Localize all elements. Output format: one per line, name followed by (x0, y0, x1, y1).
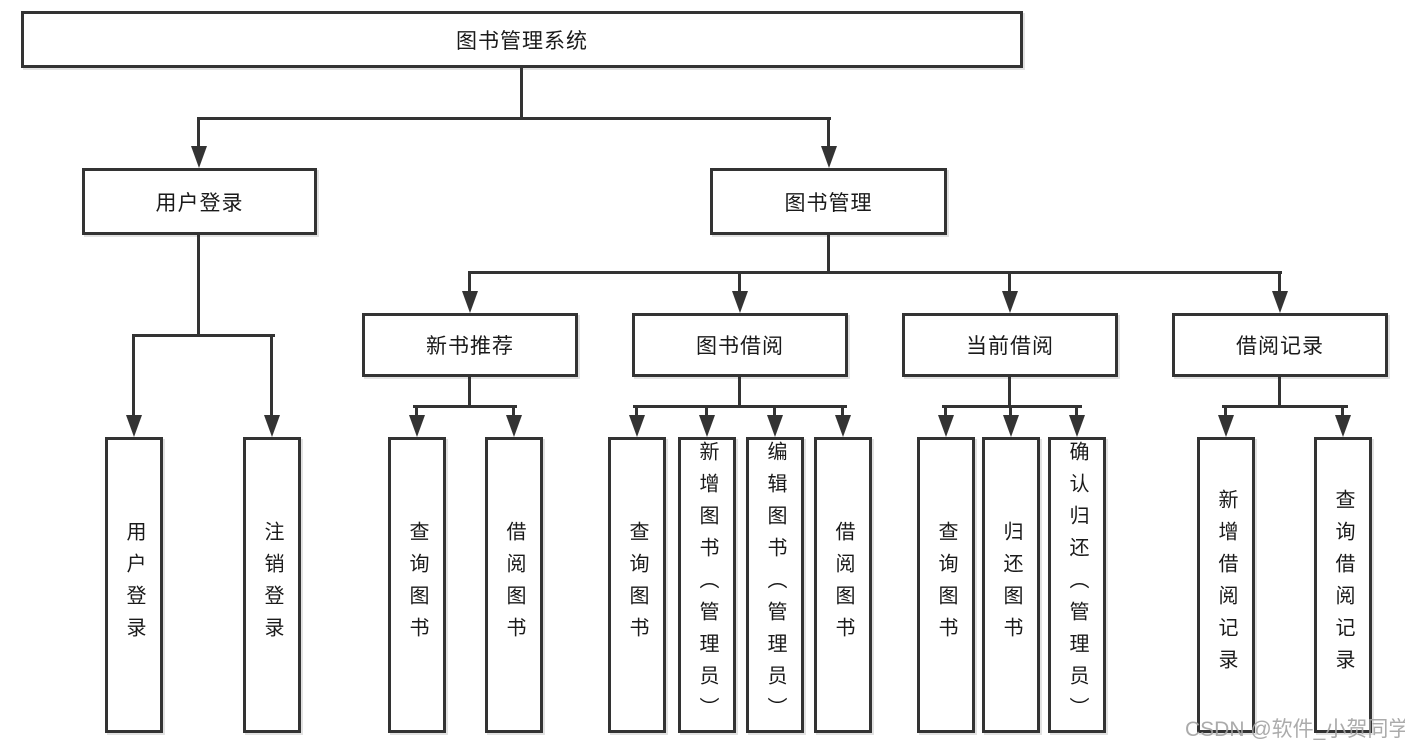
arrowhead-down-icon (1335, 415, 1351, 437)
leaf-query-books-current-label: 查询图书 (935, 521, 957, 649)
connector-line (1278, 271, 1281, 295)
connector-line (1278, 377, 1281, 407)
node-book-borrowing: 图书借阅 (632, 313, 848, 377)
leaf-return-books: 归还图书 (982, 437, 1040, 733)
arrowhead-down-icon (264, 415, 280, 437)
connector-line (942, 405, 1082, 408)
connector-line (512, 405, 515, 419)
connector-line (773, 405, 776, 419)
arrowhead-down-icon (1069, 415, 1085, 437)
connector-line (1222, 405, 1348, 408)
leaf-user-login: 用户登录 (105, 437, 163, 733)
leaf-borrow-books-recommend-label: 借阅图书 (503, 521, 525, 649)
arrowhead-down-icon (629, 415, 645, 437)
arrowhead-down-icon (1218, 415, 1234, 437)
connector-line (197, 235, 200, 336)
connector-line (827, 235, 830, 273)
node-current-borrowing: 当前借阅 (902, 313, 1118, 377)
leaf-query-books-borrow: 查询图书 (608, 437, 666, 733)
connector-line (944, 405, 947, 419)
leaf-query-books-borrow-label: 查询图书 (626, 521, 648, 649)
connector-line (705, 405, 708, 419)
leaf-confirm-return-admin-label: 确认归还（管理员） (1066, 441, 1088, 729)
arrowhead-down-icon (699, 415, 715, 437)
connector-line (633, 405, 847, 408)
leaf-query-books-current: 查询图书 (917, 437, 975, 733)
node-library-system: 图书管理系统 (21, 11, 1023, 68)
leaf-return-books-label: 归还图书 (1000, 521, 1022, 649)
connector-line (738, 271, 741, 295)
leaf-add-books-admin-label: 新增图书（管理员） (696, 441, 718, 729)
connector-line (1224, 405, 1227, 419)
connector-line (1341, 405, 1344, 419)
arrowhead-down-icon (821, 146, 837, 168)
connector-line (468, 377, 471, 407)
node-user-login: 用户登录 (82, 168, 317, 235)
connector-line (520, 68, 523, 119)
leaf-add-borrow-record-label: 新增借阅记录 (1215, 489, 1237, 681)
connector-line (738, 377, 741, 407)
leaf-add-books-admin: 新增图书（管理员） (678, 437, 736, 733)
leaf-query-books-recommend: 查询图书 (388, 437, 446, 733)
connector-line (270, 334, 273, 419)
connector-line (635, 405, 638, 419)
node-library-system-label: 图书管理系统 (456, 29, 588, 53)
arrowhead-down-icon (191, 146, 207, 168)
leaf-borrow-books-recommend: 借阅图书 (485, 437, 543, 733)
arrowhead-down-icon (409, 415, 425, 437)
node-borrowing-records-label: 借阅记录 (1236, 335, 1324, 358)
arrowhead-down-icon (462, 291, 478, 313)
leaf-edit-books-admin-label: 编辑图书（管理员） (764, 441, 786, 729)
leaf-borrow-books: 借阅图书 (814, 437, 872, 733)
leaf-logout-label: 注销登录 (261, 521, 283, 649)
leaf-logout: 注销登录 (243, 437, 301, 733)
node-user-login-label: 用户登录 (155, 191, 244, 215)
connector-line (1008, 271, 1011, 295)
leaf-confirm-return-admin: 确认归还（管理员） (1048, 437, 1106, 733)
arrowhead-down-icon (732, 291, 748, 313)
leaf-query-borrow-record: 查询借阅记录 (1314, 437, 1372, 733)
node-new-book-recommend: 新书推荐 (362, 313, 578, 377)
connector-line (1075, 405, 1078, 419)
connector-line (197, 117, 200, 150)
leaf-query-borrow-record-label: 查询借阅记录 (1332, 489, 1354, 681)
node-borrowing-records: 借阅记录 (1172, 313, 1388, 377)
arrowhead-down-icon (1272, 291, 1288, 313)
node-book-management: 图书管理 (710, 168, 947, 235)
node-book-borrowing-label: 图书借阅 (696, 335, 784, 358)
connector-line (468, 271, 471, 295)
leaf-add-borrow-record: 新增借阅记录 (1197, 437, 1255, 733)
arrowhead-down-icon (1002, 291, 1018, 313)
arrowhead-down-icon (767, 415, 783, 437)
connector-line (132, 334, 275, 337)
leaf-borrow-books-label: 借阅图书 (832, 521, 854, 649)
connector-line (841, 405, 844, 419)
connector-line (1008, 377, 1011, 407)
arrowhead-down-icon (938, 415, 954, 437)
arrowhead-down-icon (506, 415, 522, 437)
leaf-query-books-recommend-label: 查询图书 (406, 521, 428, 649)
leaf-user-login-label: 用户登录 (123, 521, 145, 649)
arrowhead-down-icon (126, 415, 142, 437)
node-new-book-recommend-label: 新书推荐 (426, 335, 514, 358)
connector-line (413, 405, 517, 408)
connector-line (197, 117, 831, 120)
connector-line (468, 271, 1282, 274)
connector-line (827, 117, 830, 150)
leaf-edit-books-admin: 编辑图书（管理员） (746, 437, 804, 733)
connector-line (132, 334, 135, 419)
node-book-management-label: 图书管理 (784, 191, 873, 215)
connector-line (415, 405, 418, 419)
connector-line (1009, 405, 1012, 419)
arrowhead-down-icon (835, 415, 851, 437)
arrowhead-down-icon (1003, 415, 1019, 437)
node-current-borrowing-label: 当前借阅 (966, 335, 1054, 358)
